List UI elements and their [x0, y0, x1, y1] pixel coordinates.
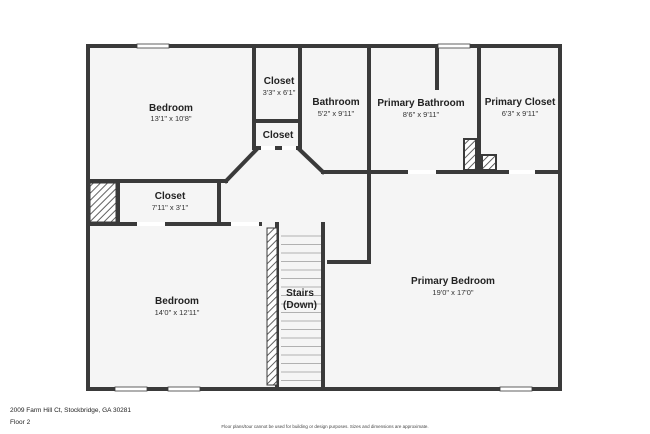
room-label-closet-small: Closet [263, 130, 294, 141]
chase-hall [465, 140, 475, 169]
windows [114, 43, 533, 392]
room-label-closet-top: Closet [264, 76, 295, 87]
room-label-primary-bathroom: Primary Bathroom [377, 98, 464, 109]
room-dims-primary-closet: 6'3" x 9'11" [502, 109, 539, 118]
chase-hall-2 [483, 156, 495, 169]
room-label-bathroom: Bathroom [312, 97, 359, 108]
room-dims-primary-bedroom: 19'0" x 17'0" [432, 288, 473, 297]
disclaimer: Floor plans/tour cannot be used for buil… [221, 424, 429, 429]
room-label-bedroom-lower-left: Bedroom [155, 296, 199, 307]
room-label-stairs: Stairs [286, 288, 314, 299]
room-dims-closet-top: 3'3" x 6'1" [263, 88, 296, 97]
room-dims-primary-bathroom: 8'6" x 9'11" [403, 110, 440, 119]
room-label-closet-left: Closet [155, 191, 186, 202]
room-dims-closet-left: 7'11" x 3'1" [152, 203, 189, 212]
door-openings [137, 146, 535, 226]
room-label-bedroom-upper-left: Bedroom [149, 103, 193, 114]
property-address: 2009 Farm Hill Ct, Stockbridge, GA 30281 [10, 407, 132, 414]
walls [86, 44, 562, 391]
stair-railing [266, 227, 278, 386]
room-dims-bedroom-upper-left: 13'1" x 10'8" [150, 114, 191, 123]
room-label-primary-closet: Primary Closet [485, 97, 556, 108]
room-dims-bathroom: 5'2" x 9'11" [318, 109, 355, 118]
room-label-stairs-direction: (Down) [283, 300, 317, 311]
chase-left [89, 182, 117, 223]
stair-treads [281, 235, 321, 381]
room-label-primary-bedroom: Primary Bedroom [411, 276, 495, 287]
floor-label: Floor 2 [10, 419, 31, 426]
room-dims-bedroom-lower-left: 14'0" x 12'11" [155, 308, 200, 317]
